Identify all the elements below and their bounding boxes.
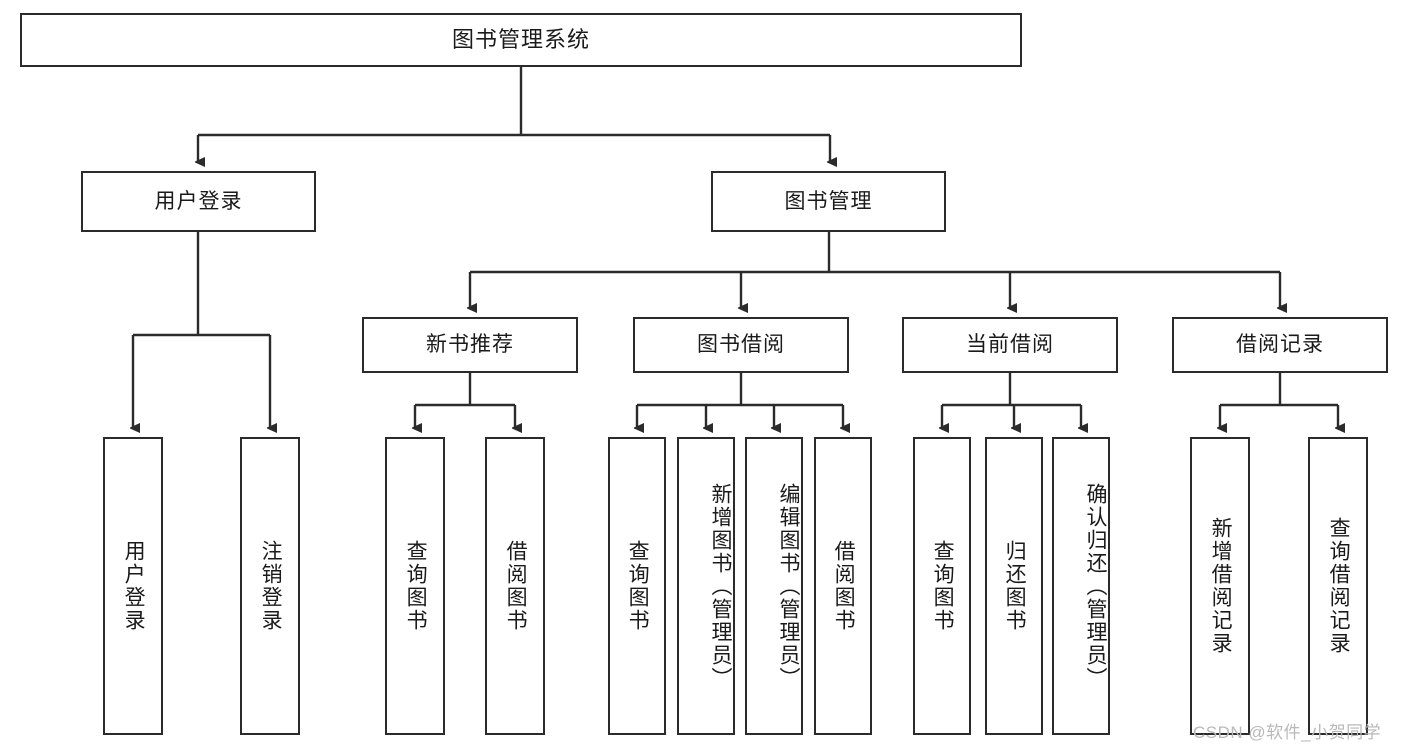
leaf-add-borrow-record[interactable]: 新增借阅记录 [1190, 437, 1250, 735]
leaf-borrow-book-rec[interactable]: 借阅图书 [485, 437, 545, 735]
node-user-login[interactable]: 用户登录 [81, 171, 316, 232]
csdn-watermark: CSDN @软件_小贺同学 [1193, 723, 1382, 742]
node-book-borrow[interactable]: 图书借阅 [633, 317, 849, 373]
node-book-management[interactable]: 图书管理 [711, 171, 946, 232]
leaf-query-borrow-record[interactable]: 查询借阅记录 [1308, 437, 1368, 735]
leaf-user-login[interactable]: 用户登录 [103, 437, 163, 735]
leaf-logout[interactable]: 注销登录 [240, 437, 300, 735]
leaf-add-book-admin[interactable]: 新增图书（管理员） [677, 437, 735, 735]
node-borrow-record[interactable]: 借阅记录 [1172, 317, 1388, 373]
leaf-query-book-rec[interactable]: 查询图书 [385, 437, 445, 735]
leaf-query-book-borrow[interactable]: 查询图书 [608, 437, 666, 735]
node-system-root[interactable]: 图书管理系统 [20, 13, 1022, 67]
leaf-return-book[interactable]: 归还图书 [985, 437, 1043, 735]
leaf-query-book-current[interactable]: 查询图书 [913, 437, 971, 735]
node-new-book-recommend[interactable]: 新书推荐 [362, 317, 578, 373]
leaf-edit-book-admin[interactable]: 编辑图书（管理员） [745, 437, 803, 735]
leaf-confirm-return-admin[interactable]: 确认归还（管理员） [1052, 437, 1110, 735]
node-current-borrow[interactable]: 当前借阅 [902, 317, 1118, 373]
leaf-borrow-book[interactable]: 借阅图书 [814, 437, 872, 735]
